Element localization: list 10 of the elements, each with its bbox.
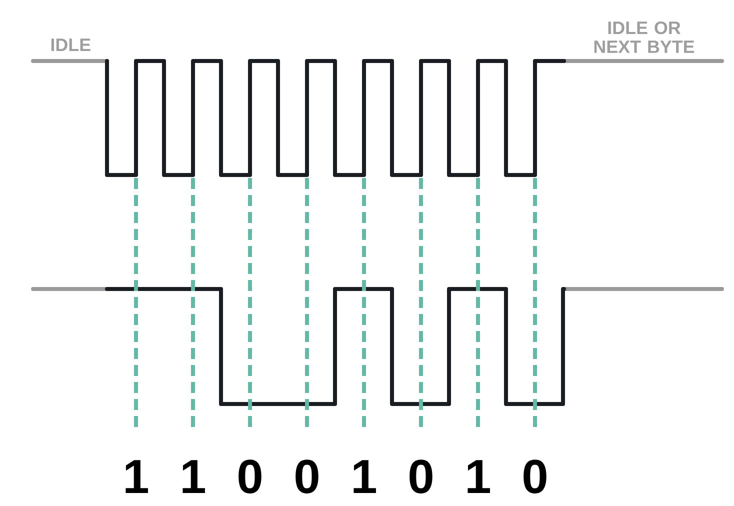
state-label: IDLE bbox=[51, 38, 90, 51]
state-label: IDLE OR NEXT BYTE bbox=[594, 21, 694, 53]
bit-value: 0 bbox=[524, 460, 546, 494]
bit-value: 1 bbox=[468, 460, 490, 493]
bit-value: 0 bbox=[410, 460, 432, 494]
bit-value: 1 bbox=[126, 460, 148, 493]
bit-value: 1 bbox=[182, 460, 205, 493]
bit-value: 0 bbox=[238, 460, 262, 494]
bit-value: 1 bbox=[354, 460, 376, 493]
bit-value: 0 bbox=[296, 460, 318, 494]
